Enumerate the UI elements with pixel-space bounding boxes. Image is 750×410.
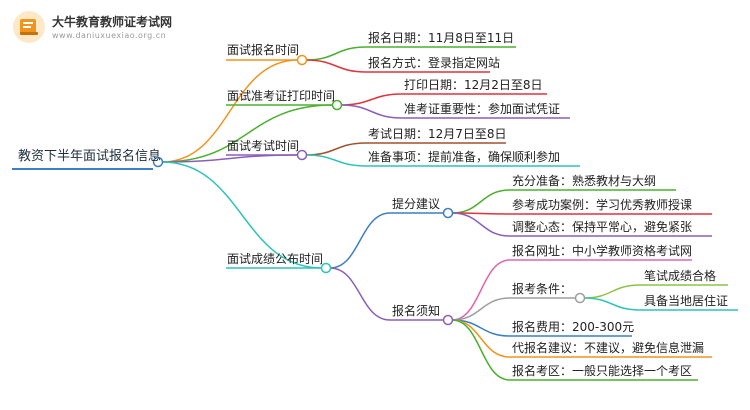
- advice-label: 提分建议: [392, 197, 441, 211]
- conditions-node-circle[interactable]: [574, 292, 586, 304]
- notice-item-2-label: 报考条件：: [512, 282, 573, 296]
- edge-root-branch-4: [161, 161, 323, 269]
- site-name: 大牛教育教师证考试网: [52, 15, 173, 29]
- edge-branch-3-child-2: [305, 154, 367, 167]
- branch-1-child-1-label: 报名日期：11月8日至11日: [368, 31, 515, 45]
- edge-notice-item-5: [451, 319, 511, 381]
- site-url: www.daniuxuexiao.org.cn: [52, 31, 167, 40]
- advice-item-2-label: 参考成功案例：学习优秀教师授课: [512, 198, 693, 212]
- site-logo: [12, 10, 46, 44]
- branch-3-label: 面试考试时间: [227, 139, 300, 153]
- edge-conditions-item-2: [583, 297, 641, 311]
- branch-2-label: 面试准考证打印时间: [227, 89, 336, 103]
- notice-item-4-label: 代报名建议：不建议，避免信息泄漏: [512, 341, 705, 355]
- edge-advice-item-3: [451, 212, 511, 237]
- notice-item-1-label: 报名网址：中小学教师资格考试网: [512, 244, 693, 258]
- advice-item-1-label: 充分准备：熟悉教材与大纲: [512, 174, 657, 188]
- notice-node-circle[interactable]: [442, 314, 454, 326]
- edge-branch-3-child-1: [305, 142, 367, 156]
- conditions-item-2-label: 具备当地居住证: [644, 294, 729, 308]
- edge-branch-1-child-2: [305, 59, 367, 73]
- edge-root-branch-2: [161, 104, 334, 163]
- book-icon: [13, 11, 45, 43]
- conditions-item-1-label: 笔试成绩合格: [644, 269, 717, 283]
- branch-2-node-circle[interactable]: [331, 99, 343, 111]
- edge-root-branch-1: [161, 59, 299, 163]
- branch-2-child-1-label: 打印日期：12月2日至8日: [404, 78, 543, 92]
- branch-2-child-2-label: 准考证重要性：参加面试凭证: [404, 102, 561, 116]
- root-node-circle[interactable]: [152, 156, 164, 168]
- edge-branch-2-child-1: [340, 93, 403, 106]
- branch-1-child-2-label: 报名方式：登录指定网站: [368, 56, 501, 70]
- branch-1-node-circle[interactable]: [296, 54, 308, 66]
- edge-conditions-item-1: [583, 284, 641, 299]
- root-node-label: 教资下半年面试报名信息: [18, 149, 162, 164]
- notice-item-5-label: 报名考区：一般只能选择一个考区: [512, 364, 693, 378]
- branch-3-node-circle[interactable]: [296, 149, 308, 161]
- branch-1-label: 面试报名时间: [227, 43, 300, 57]
- advice-item-3-label: 调整心态：保持平常心，避免紧张: [512, 220, 693, 234]
- branch-4-label: 面试成绩公布时间: [227, 252, 324, 266]
- edge-branch-1-child-1: [305, 46, 367, 61]
- notice-label: 报名须知: [392, 304, 441, 318]
- branch-3-child-2-label: 准备事项：提前准备，确保顺利参加: [368, 150, 561, 164]
- edge-advice-item-1: [451, 189, 511, 214]
- advice-node-circle[interactable]: [442, 207, 454, 219]
- edge-branch-4-advice: [329, 212, 391, 269]
- branch-3-child-1-label: 考试日期：12月7日至8日: [368, 127, 507, 141]
- branch-4-node-circle[interactable]: [320, 262, 332, 274]
- edge-notice-item-1: [451, 259, 511, 321]
- edge-notice-item-2: [451, 297, 511, 321]
- notice-item-3-label: 报名费用：200-300元: [512, 320, 635, 334]
- edge-branch-4-notice: [329, 267, 391, 321]
- edge-branch-2-child-2: [340, 104, 403, 119]
